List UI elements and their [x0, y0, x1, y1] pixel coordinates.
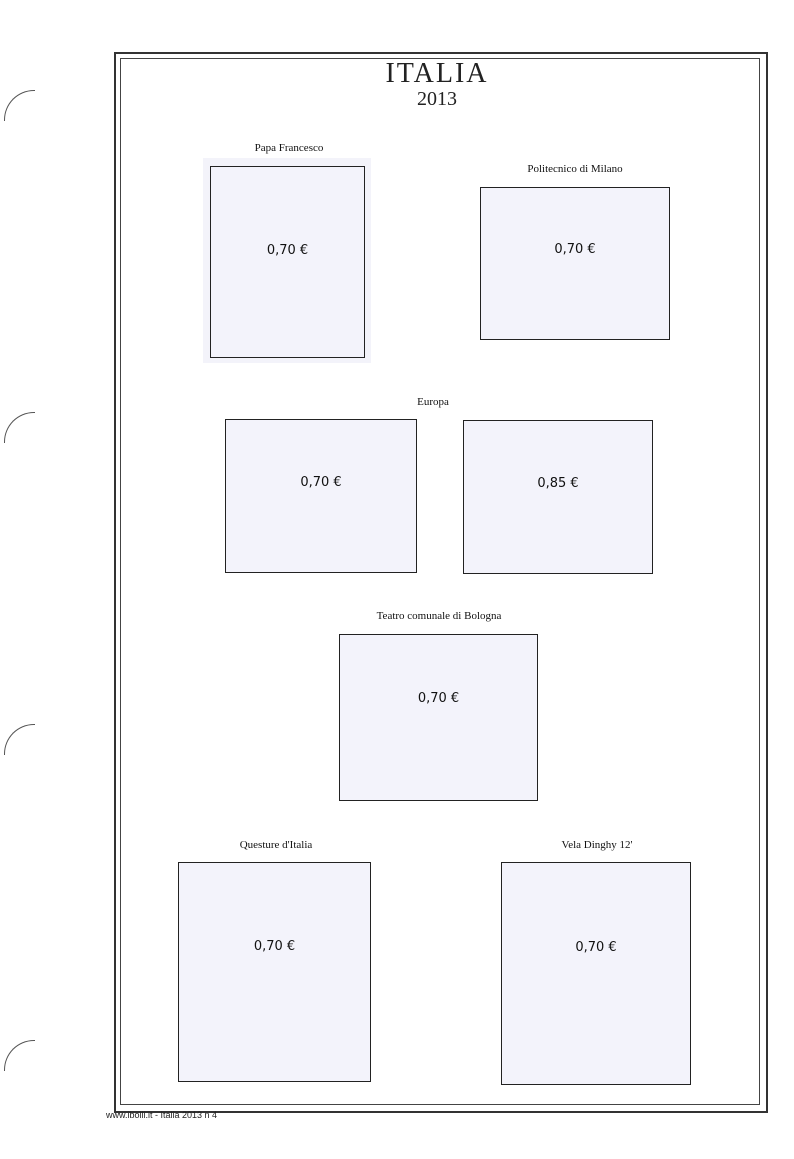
binder-hole-icon: [4, 412, 35, 443]
stamp-label: Politecnico di Milano: [527, 163, 623, 175]
stamp-value: 0,70 €: [266, 243, 309, 258]
stamp-value: 0,70 €: [417, 691, 460, 707]
binder-hole-icon: [4, 724, 35, 755]
stamp-label: Teatro comunale di Bologna: [376, 610, 502, 622]
page-border-outer: [114, 52, 768, 1113]
stamp-value: 0,70 €: [300, 474, 342, 490]
stamp-mount: 0,85 €: [463, 420, 653, 574]
stamp-label: Questure d'Italia: [239, 839, 313, 851]
stamp-mount: 0,70 €: [210, 166, 365, 358]
stamp-mount: 0,70 €: [178, 862, 371, 1082]
stamp-value: 0,70 €: [554, 242, 596, 258]
stamp-mount: 0,70 €: [225, 419, 417, 573]
footer-text: www.ibolli.it - Italia 2013 n 4: [106, 1110, 218, 1120]
page-year: 2013: [417, 88, 457, 110]
stamp-label: Vela Dinghy 12': [561, 839, 633, 851]
stamp-label: Papa Francesco: [254, 142, 324, 154]
stamp-label: Europa: [417, 396, 449, 408]
page-border-inner: [120, 58, 760, 1105]
binder-hole-icon: [4, 1040, 35, 1071]
stamp-value: 0,70 €: [253, 939, 296, 955]
stamp-value: 0,70 €: [575, 940, 617, 956]
page-title: ITALIA: [385, 58, 489, 89]
stamp-value: 0,85 €: [537, 475, 579, 491]
stamp-mount: 0,70 €: [480, 187, 670, 340]
stamp-mount: 0,70 €: [501, 862, 691, 1085]
stamp-mount: 0,70 €: [339, 634, 538, 801]
